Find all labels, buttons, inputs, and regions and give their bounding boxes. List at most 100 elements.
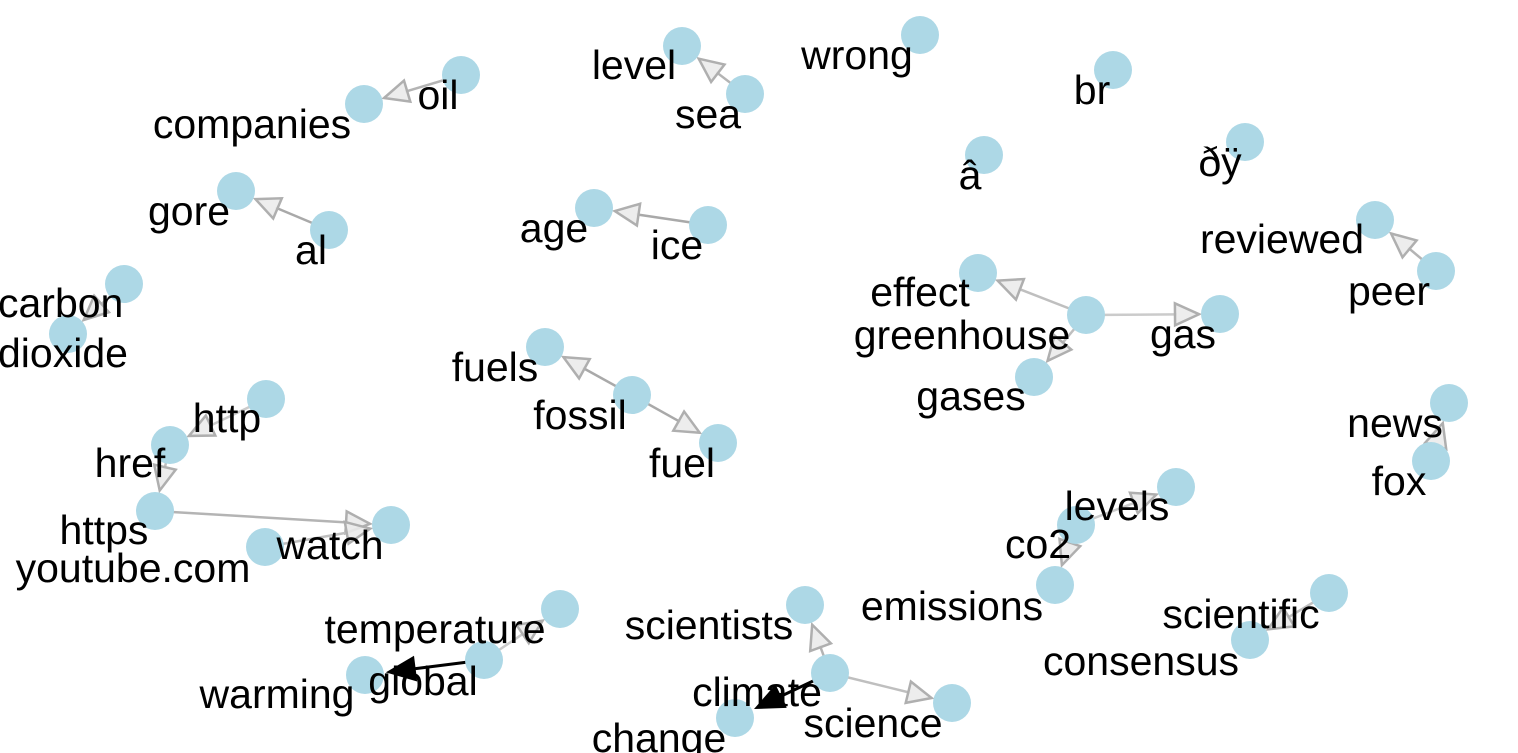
node-reviewed <box>1356 201 1394 239</box>
arrowhead <box>696 56 727 85</box>
node-label-scientists: scientists <box>625 602 794 648</box>
arrowhead <box>671 409 703 435</box>
node-dy <box>1226 123 1264 161</box>
arrowhead <box>994 277 1026 302</box>
node-fossil <box>613 376 651 414</box>
node-companies <box>345 85 383 123</box>
node-label-news: news <box>1347 400 1443 446</box>
node-fuel <box>699 424 737 462</box>
arrowhead <box>381 78 413 104</box>
node-label-al: al <box>295 227 327 273</box>
node-label-consensus: consensus <box>1043 638 1239 684</box>
node-a_circ <box>965 136 1003 174</box>
node-emissions <box>1036 566 1074 604</box>
arrowhead <box>808 621 834 653</box>
node-levels <box>1157 468 1195 506</box>
node-href <box>151 426 189 464</box>
node-label-levels: levels <box>1065 483 1170 529</box>
arrowhead <box>1128 491 1160 516</box>
node-science <box>933 684 971 722</box>
node-fox <box>1412 442 1450 480</box>
node-label-a_circ: â <box>959 152 982 198</box>
node-label-ice: ice <box>651 222 703 268</box>
node-fuels <box>526 328 564 366</box>
node-temperature <box>541 590 579 628</box>
node-label-br: br <box>1074 67 1110 113</box>
node-http <box>247 380 285 418</box>
node-watch <box>372 506 410 544</box>
arrowhead <box>81 293 112 322</box>
node-label-wrong: wrong <box>800 32 913 78</box>
node-greenhouse <box>1067 296 1105 334</box>
node-label-co2: co2 <box>1005 521 1071 567</box>
node-gases <box>1015 358 1053 396</box>
arrowhead <box>252 196 284 221</box>
node-sea <box>726 75 764 113</box>
node-peer <box>1417 252 1455 290</box>
arrowhead <box>152 463 178 494</box>
node-label-greenhouse: greenhouse <box>854 312 1071 358</box>
node-warming <box>346 656 384 694</box>
node-al <box>310 211 348 249</box>
arrowhead <box>1045 333 1074 364</box>
node-gas <box>1201 295 1239 333</box>
arrowhead <box>560 355 592 381</box>
node-scientists <box>786 586 824 624</box>
node-label-oil: oil <box>417 72 458 118</box>
node-label-temperature: temperature <box>324 606 545 652</box>
node-label-dy: ðÿ <box>1198 139 1242 185</box>
node-label-gas: gas <box>1150 311 1216 357</box>
node-change <box>716 699 754 737</box>
arrowhead <box>1388 231 1419 260</box>
node-label-emissions: emissions <box>861 583 1043 629</box>
node-label-fuel: fuel <box>649 440 715 486</box>
node-level <box>663 27 701 65</box>
node-label-reviewed: reviewed <box>1200 216 1364 262</box>
node-oil <box>442 56 480 94</box>
node-label-sea: sea <box>675 91 741 137</box>
node-ice <box>689 206 727 244</box>
node-https <box>136 492 174 530</box>
node-br <box>1094 51 1132 89</box>
node-global <box>465 641 503 679</box>
edge-layer <box>81 56 1448 709</box>
node-label-peer: peer <box>1348 268 1430 314</box>
node-gore <box>217 172 255 210</box>
node-label-level: level <box>592 42 676 88</box>
node-consensus <box>1231 621 1269 659</box>
node-label-scientific: scientific <box>1162 591 1319 637</box>
node-label-climate: climate <box>692 669 822 715</box>
node-label-carbon: carbon <box>0 280 123 326</box>
node-age <box>575 189 613 227</box>
node-label-global: global <box>368 658 477 704</box>
node-label-http: http <box>193 395 261 441</box>
node-label-companies: companies <box>153 101 351 147</box>
node-label-dioxide: dioxide <box>0 330 128 376</box>
arrowhead <box>186 413 218 438</box>
node-label-science: science <box>803 700 942 746</box>
node-layer <box>49 16 1468 737</box>
arrowhead <box>343 520 374 546</box>
node-label-gases: gases <box>916 373 1025 419</box>
node-scientific <box>1310 574 1348 612</box>
node-label-gore: gore <box>148 188 230 234</box>
node-dioxide <box>49 315 87 353</box>
arrowhead <box>754 684 787 709</box>
arrowhead <box>904 679 935 705</box>
arrowhead <box>514 619 546 646</box>
node-climate <box>811 654 849 692</box>
node-label-fox: fox <box>1372 458 1427 504</box>
node-youtube <box>246 528 284 566</box>
node-wrong <box>901 16 939 54</box>
node-news <box>1430 384 1468 422</box>
arrowhead <box>1265 605 1297 631</box>
node-co2 <box>1057 506 1095 544</box>
node-label-fuels: fuels <box>452 344 539 390</box>
node-label-fossil: fossil <box>533 392 626 438</box>
node-carbon <box>105 265 143 303</box>
node-label-warming: warming <box>199 671 355 717</box>
node-effect <box>959 254 997 292</box>
node-label-href: href <box>95 440 166 486</box>
